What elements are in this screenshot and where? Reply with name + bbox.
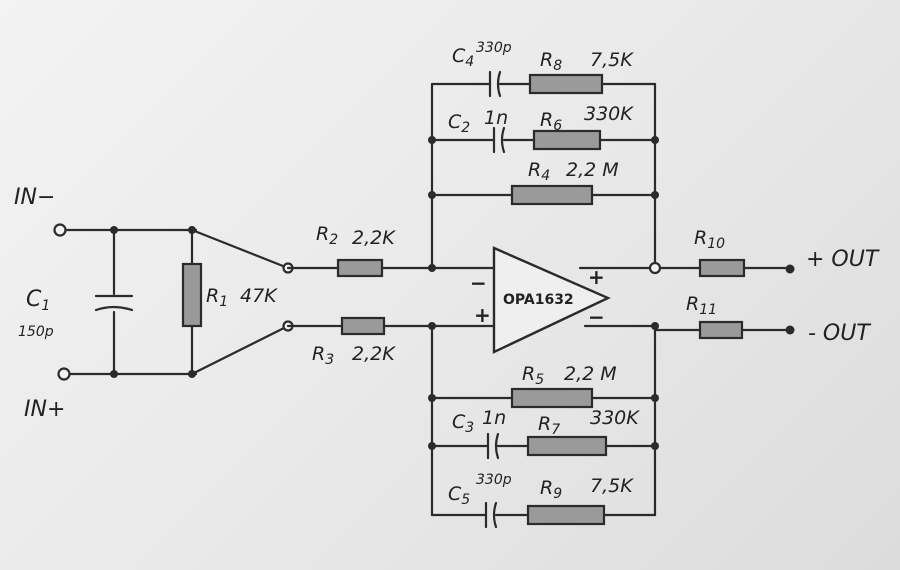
c4-value: 330p (476, 40, 512, 56)
r9-label: R9 (540, 477, 562, 502)
r7-value: 330K (590, 407, 640, 429)
junction-dot (428, 136, 436, 144)
r3-label: R3 (312, 343, 334, 368)
opamp-out-minus-sign: − (588, 305, 605, 329)
opamp-in-plus-sign: + (474, 303, 491, 327)
resistor-r1 (181, 262, 203, 328)
in-plus-terminal[interactable] (57, 367, 71, 381)
c1-label: C1 (26, 287, 50, 314)
junction-dot (651, 136, 659, 144)
out-plus-terminal[interactable] (785, 264, 795, 274)
resistor-r10 (698, 258, 746, 278)
resistor-r9 (526, 504, 606, 526)
bottom-feedback-network (430, 324, 657, 529)
c5-value: 330p (476, 472, 512, 488)
resistor-r7 (526, 435, 608, 457)
out-minus-terminal[interactable] (785, 325, 795, 335)
r1-value: 47K (240, 285, 278, 307)
in-minus-terminal[interactable] (53, 223, 67, 237)
resistor-r2 (336, 258, 384, 278)
c4-label: C4 (452, 45, 474, 70)
r3-value: 2,2K (352, 343, 396, 365)
out-plus-label: + OUT (806, 247, 880, 272)
r1-label: R1 (206, 285, 228, 310)
r2-value: 2,2K (352, 227, 396, 249)
r5-label: R5 (522, 363, 544, 388)
junction-dot (428, 191, 436, 199)
r6-label: R6 (540, 109, 562, 134)
c1-value: 150p (18, 324, 54, 340)
r5-value: 2,2 M (564, 363, 617, 385)
r4-value: 2,2 M (566, 159, 619, 181)
resistor-r6 (532, 129, 602, 151)
junction-dot (110, 370, 118, 378)
junction-dot (651, 191, 659, 199)
junction-dot (651, 442, 659, 450)
resistor-r4 (510, 184, 594, 206)
resistor-r8 (528, 73, 604, 95)
in-plus-label: IN+ (24, 397, 65, 422)
r6-value: 330K (584, 103, 634, 125)
r2-label: R2 (316, 223, 338, 248)
c2-value: 1n (484, 107, 508, 129)
r11-label: R11 (686, 293, 717, 318)
resistor-r5 (510, 387, 594, 409)
node-terminal (648, 261, 662, 275)
junction-dot (188, 226, 196, 234)
junction-dot (428, 394, 436, 402)
r8-label: R8 (540, 49, 562, 74)
c3-label: C3 (452, 411, 474, 436)
junction-dot (428, 442, 436, 450)
out-minus-label: - OUT (808, 321, 871, 346)
c2-label: C2 (448, 111, 470, 136)
r9-value: 7,5K (590, 475, 634, 497)
junction-dot (110, 226, 118, 234)
resistor-r3 (340, 316, 386, 336)
r10-label: R10 (694, 227, 725, 252)
opamp-opa1632 (492, 246, 611, 354)
junction-dot (188, 370, 196, 378)
opamp-out-plus-sign: + (588, 265, 605, 289)
r8-value: 7,5K (590, 49, 634, 71)
opamp-in-minus-sign: − (470, 271, 487, 295)
opamp-label: OPA1632 (503, 292, 574, 308)
c3-value: 1n (482, 407, 506, 429)
c5-label: C5 (448, 483, 470, 508)
top-feedback-network (430, 70, 657, 270)
input-wiring (64, 228, 290, 376)
r4-label: R4 (528, 159, 550, 184)
resistor-r11 (698, 320, 744, 340)
junction-dot (651, 394, 659, 402)
r7-label: R7 (538, 413, 560, 438)
capacitor-c1 (94, 294, 134, 312)
in-minus-label: IN− (14, 185, 55, 210)
